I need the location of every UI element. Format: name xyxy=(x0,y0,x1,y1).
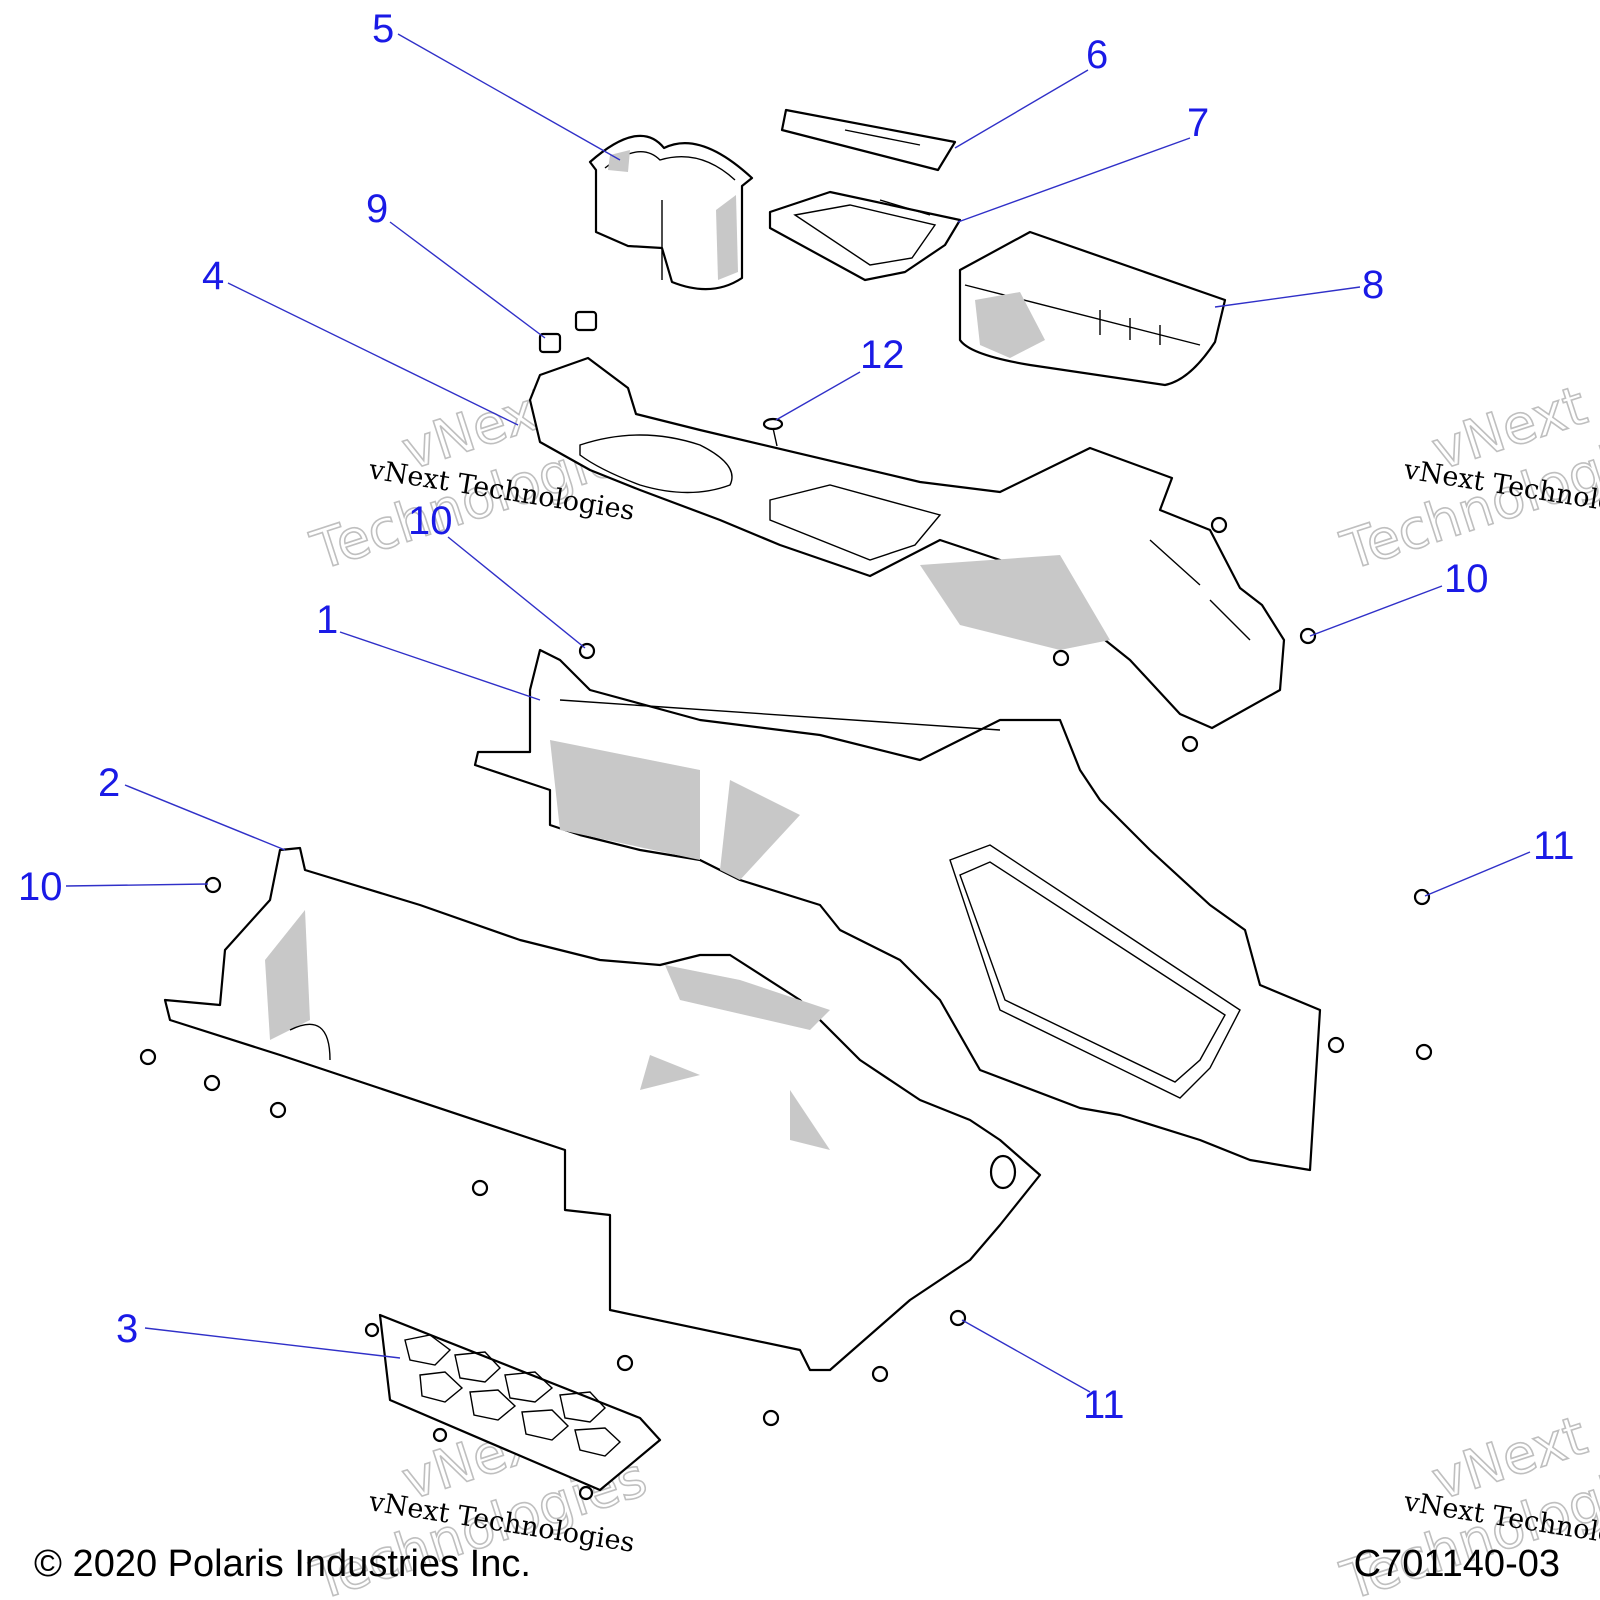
callout-labels: 5 6 7 8 9 4 12 10 10 1 2 10 11 3 11 xyxy=(18,7,1575,1427)
figure-id: C701140-03 xyxy=(1353,1543,1560,1585)
callout-10-top: 10 xyxy=(408,499,453,543)
callout-5: 5 xyxy=(372,7,394,51)
part-tray xyxy=(768,190,962,282)
part-upper-console xyxy=(528,356,1286,730)
part-mesh-grille xyxy=(378,1313,662,1492)
callout-11-bottom: 11 xyxy=(1083,1383,1125,1427)
callout-6: 6 xyxy=(1086,33,1108,77)
copyright-text: © 2020 Polaris Industries Inc. xyxy=(34,1543,531,1585)
part-storage-bin xyxy=(958,230,1227,387)
part-cup-holder xyxy=(588,134,754,291)
leader-lines xyxy=(65,33,1531,1393)
callout-10-left: 10 xyxy=(18,865,63,909)
callout-11-right: 11 xyxy=(1533,824,1575,868)
part-cover xyxy=(780,108,957,172)
part-clips xyxy=(538,310,598,354)
callout-12: 12 xyxy=(860,333,905,377)
callout-7: 7 xyxy=(1187,101,1209,145)
callout-1: 1 xyxy=(316,598,338,642)
callout-4: 4 xyxy=(202,254,224,298)
callout-3: 3 xyxy=(116,1307,138,1351)
callout-10-right: 10 xyxy=(1444,557,1489,601)
callout-2: 2 xyxy=(98,761,120,805)
callout-8: 8 xyxy=(1362,263,1384,307)
callout-9: 9 xyxy=(366,187,388,231)
part-main-console xyxy=(473,648,1322,1172)
part-lower-panel xyxy=(163,846,1042,1372)
part-screw xyxy=(762,417,784,447)
